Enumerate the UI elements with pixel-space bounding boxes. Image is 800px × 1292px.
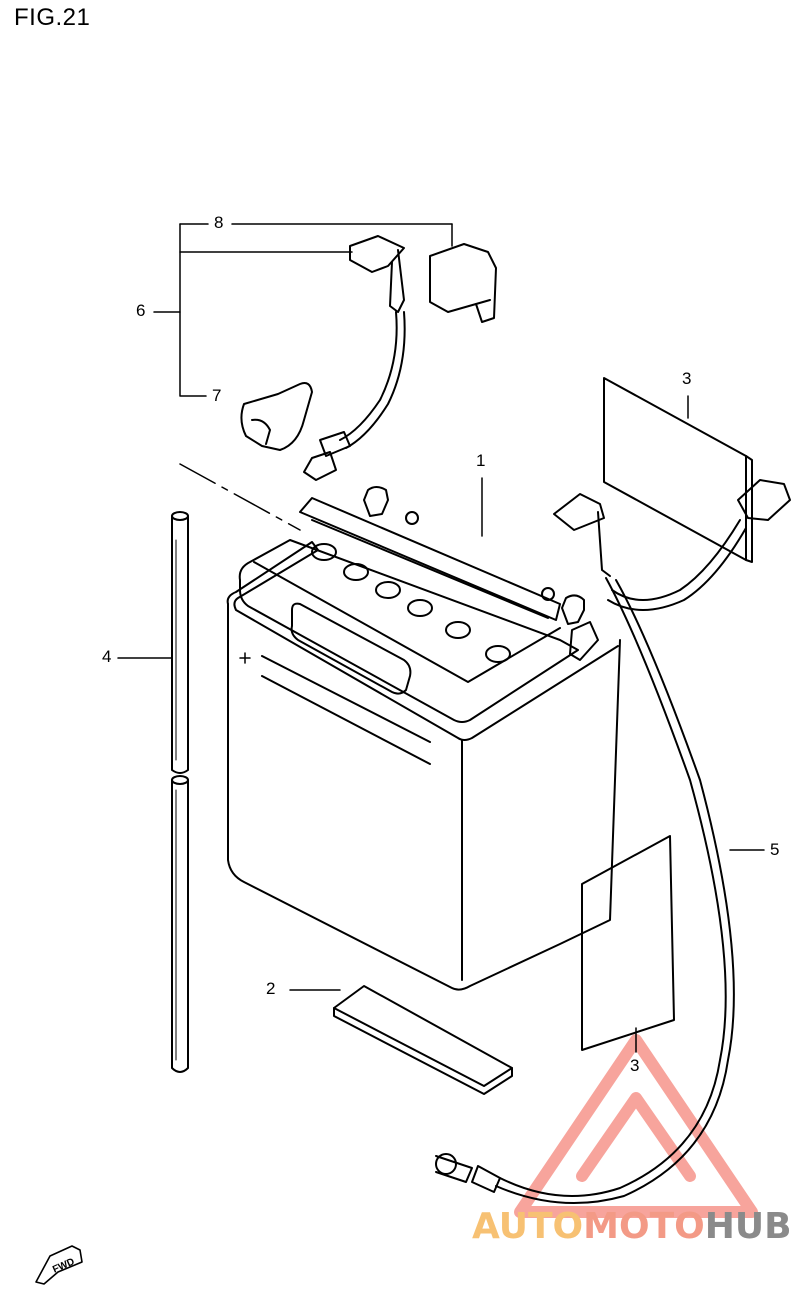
battery <box>226 486 621 991</box>
callout-7: 7 <box>212 386 222 405</box>
callout-5: 5 <box>770 840 780 859</box>
watermark-part-hub: HUB <box>704 1206 792 1247</box>
callout-3-upper: 3 <box>682 369 692 388</box>
fwd-arrow-icon <box>35 1245 83 1285</box>
callout-1: 1 <box>476 451 486 470</box>
cover-part-7 <box>240 382 313 451</box>
pad-part-3-lower <box>581 835 675 1051</box>
cover-part-8 <box>429 243 497 323</box>
leader-lines <box>117 223 765 1053</box>
pad-part-2 <box>333 985 513 1095</box>
cable-part-5 <box>435 479 791 1205</box>
cable-part-6 <box>303 235 406 481</box>
callout-6: 6 <box>136 301 146 320</box>
callout-2: 2 <box>266 979 276 998</box>
watermark-part-auto: AUTO <box>472 1206 584 1247</box>
callout-8: 8 <box>214 213 224 232</box>
watermark-logo <box>514 1034 758 1218</box>
callout-4: 4 <box>102 647 112 666</box>
figure-title: FIG.21 <box>14 4 91 31</box>
callout-3-lower: 3 <box>630 1056 640 1075</box>
watermark-text: AUTOMOTOHUB <box>472 1206 792 1247</box>
fwd-label: FWD <box>51 1256 76 1275</box>
rod-part-4 <box>171 511 189 1073</box>
watermark-part-moto: MOTO <box>583 1206 705 1247</box>
pad-part-3-upper <box>603 377 753 563</box>
